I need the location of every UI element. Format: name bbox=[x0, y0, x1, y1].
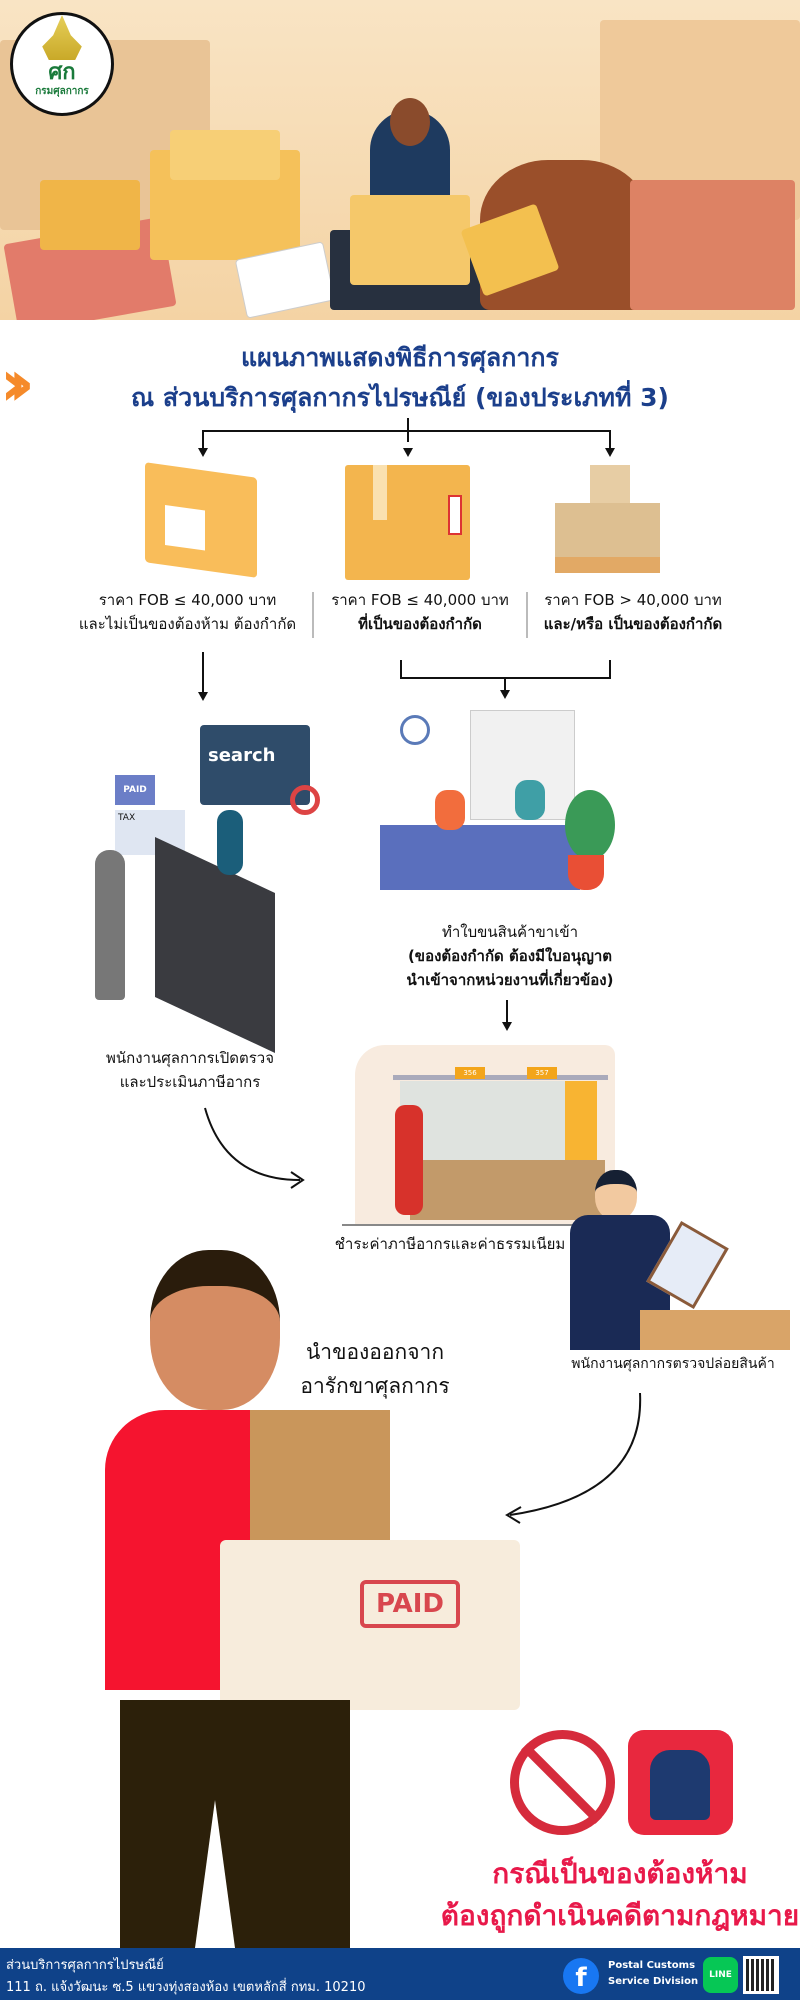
hero-illustration bbox=[0, 0, 800, 320]
connector bbox=[504, 677, 506, 691]
category-2-label: ราคา FOB ≤ 40,000 บาทที่เป็นของต้องกำกัด bbox=[315, 588, 525, 636]
category-1-price: ราคา FOB ≤ 40,000 บาท bbox=[98, 591, 277, 609]
facebook-icon[interactable]: f bbox=[563, 1958, 599, 1994]
connector bbox=[609, 660, 611, 678]
customs-logo: ศก กรมศุลกากร bbox=[10, 12, 114, 116]
customs-officer-illustration bbox=[565, 1170, 790, 1350]
connector bbox=[400, 660, 402, 678]
release-caption: พนักงานศุลกากรตรวจปล่อยสินค้า bbox=[571, 1356, 775, 1372]
declaration-line3: นำเข้าจากหน่วยงานที่เกี่ยวข้อง) bbox=[406, 971, 614, 989]
declaration-line2: (ของต้องกำกัด ต้องมีใบอนุญาต bbox=[407, 947, 613, 965]
small-parcel-icon bbox=[145, 462, 257, 578]
connector bbox=[609, 430, 611, 450]
fb-name-line2: Service Division bbox=[608, 1976, 699, 1987]
line-icon[interactable]: LINE bbox=[703, 1957, 738, 1993]
payment-illustration: 356 357 bbox=[355, 1045, 615, 1225]
logo-text: กรมศุลกากร bbox=[35, 86, 89, 97]
curved-arrow-icon bbox=[505, 1392, 642, 1524]
man-carrying-box-illustration: PAID bbox=[100, 1240, 520, 1948]
qr-code[interactable] bbox=[743, 1956, 779, 1994]
declaration-line1: ทำใบขนสินค้าขาเข้า bbox=[441, 923, 578, 941]
crown-icon bbox=[42, 15, 82, 60]
declaration-caption: ทำใบขนสินค้าขาเข้า (ของต้องกำกัด ต้องมีใ… bbox=[360, 920, 660, 992]
divider bbox=[526, 592, 528, 638]
paid-doc: PAID bbox=[115, 775, 155, 805]
clock-icon bbox=[400, 715, 430, 745]
connector bbox=[202, 430, 204, 450]
logo-mark: ศก bbox=[48, 60, 76, 85]
category-3-label: ราคา FOB > 40,000 บาทและ/หรือ เป็นของต้อ… bbox=[528, 588, 738, 636]
counter-number-2: 357 bbox=[527, 1067, 557, 1079]
inspect-line2: และประเมินภาษีอากร bbox=[119, 1073, 261, 1091]
declaration-office-illustration bbox=[380, 710, 630, 900]
parcel-box-icon bbox=[345, 465, 470, 580]
footer-org: ส่วนบริการศุลกากรไปรษณีย์ bbox=[6, 1958, 164, 1973]
category-1-condition: และไม่เป็นของต้องห้าม ต้องกำกัด bbox=[78, 615, 297, 633]
arrow-down-icon bbox=[605, 448, 615, 457]
connector bbox=[202, 430, 610, 432]
warning-line1: กรณีเป็นของต้องห้าม bbox=[492, 1857, 748, 1890]
curved-arrow-icon bbox=[204, 1107, 305, 1189]
connector bbox=[202, 652, 204, 692]
floor-line bbox=[342, 1224, 614, 1226]
arrow-down-icon bbox=[500, 690, 510, 699]
search-sign: search bbox=[200, 725, 310, 805]
connector bbox=[506, 1000, 508, 1022]
category-1-label: ราคา FOB ≤ 40,000 บาทและไม่เป็นของต้องห้… bbox=[65, 588, 310, 636]
paid-stamp: PAID bbox=[360, 1580, 460, 1628]
exit-line1: นำของออกจาก bbox=[305, 1340, 445, 1364]
exit-line2: อารักขาศุลกากร bbox=[300, 1374, 450, 1398]
category-2-price: ราคา FOB ≤ 40,000 บาท bbox=[331, 591, 509, 609]
inspect-caption: พนักงานศุลกากรเปิดตรวจและประเมินภาษีอากร bbox=[90, 1046, 290, 1094]
inspection-illustration: search PAID TAX bbox=[95, 725, 335, 1053]
counter-number-1: 356 bbox=[455, 1067, 485, 1079]
footer: ส่วนบริการศุลกากรไปรษณีย์ 111 ถ. แจ้งวัฒ… bbox=[0, 1948, 800, 2000]
divider bbox=[312, 592, 314, 638]
police-arrest-icon bbox=[628, 1730, 733, 1835]
exit-caption: นำของออกจากอารักขาศุลกากร bbox=[265, 1335, 485, 1403]
arrow-down-icon bbox=[403, 448, 413, 457]
arrow-down-icon bbox=[198, 448, 208, 457]
arrow-down-icon bbox=[198, 692, 208, 701]
pallet-boxes-icon bbox=[555, 465, 660, 575]
page-title-line1: แผนภาพแสดงพิธีการศุลกากร bbox=[241, 343, 559, 372]
warning-line2: ต้องถูกดำเนินคดีตามกฎหมาย bbox=[440, 1899, 800, 1932]
payment-caption: ชำระค่าภาษีอากรและค่าธรรมเนียม bbox=[334, 1235, 566, 1253]
category-3-price: ราคา FOB > 40,000 บาท bbox=[544, 591, 722, 609]
fb-name-line1: Postal Customs bbox=[608, 1960, 696, 1971]
page-title-line2: ณ ส่วนบริการศุลกากรไปรษณีย์ (ของประเภทที… bbox=[131, 383, 669, 412]
category-2-condition: ที่เป็นของต้องกำกัด bbox=[358, 615, 482, 633]
inspect-line1: พนักงานศุลกากรเปิดตรวจ bbox=[106, 1049, 274, 1067]
arrow-down-icon bbox=[502, 1022, 512, 1031]
magnifier-icon bbox=[290, 785, 320, 815]
prohibited-items-icon bbox=[510, 1730, 615, 1835]
category-3-condition: และ/หรือ เป็นของต้องกำกัด bbox=[543, 615, 723, 633]
footer-address: 111 ถ. แจ้งวัฒนะ ซ.5 แขวงทุ่งสองห้อง เขต… bbox=[6, 1980, 366, 1995]
